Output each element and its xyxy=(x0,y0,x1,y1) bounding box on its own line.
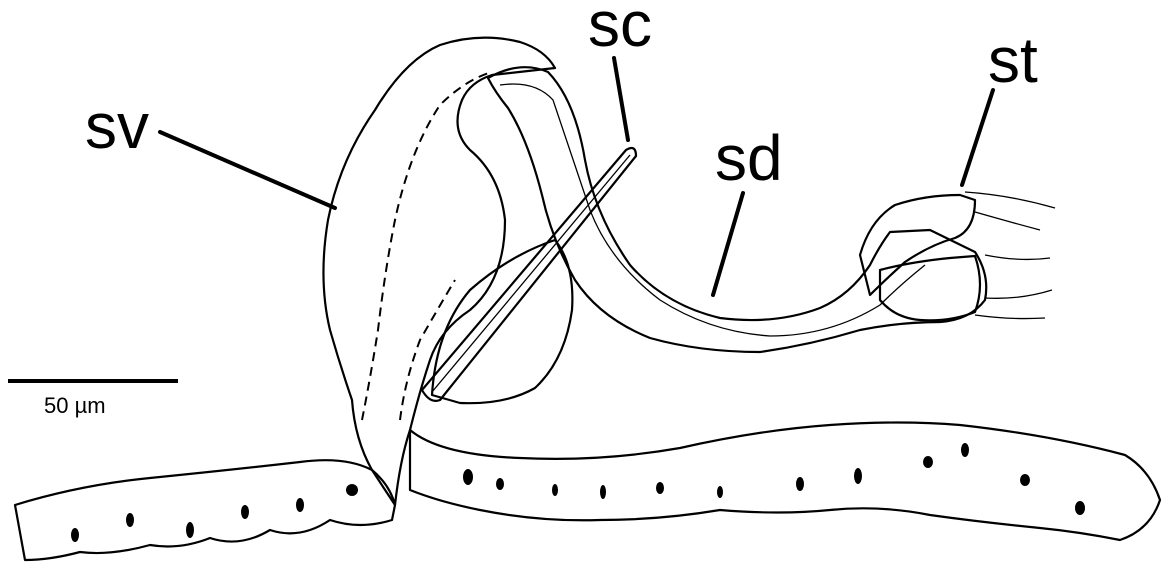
duct-lumen xyxy=(500,84,925,336)
epithelium-right xyxy=(410,423,1160,541)
leader-sc xyxy=(614,58,628,140)
label-st: st xyxy=(988,24,1038,96)
leader-sv xyxy=(160,132,335,208)
epithelium-left-nuclei xyxy=(71,484,358,542)
label-sv: sv xyxy=(85,90,149,162)
leader-sd xyxy=(713,193,743,295)
epithelium-right-nuclei xyxy=(463,443,1085,515)
scale-bar-label: 50 µm xyxy=(44,393,106,418)
label-sd: sd xyxy=(715,122,783,194)
leader-st xyxy=(962,90,993,185)
epithelium-left xyxy=(15,460,395,560)
stylet-canal-inner xyxy=(432,155,630,392)
seminal-vesicle xyxy=(323,38,555,505)
stylet-ribbed-upper xyxy=(860,195,975,295)
label-sc: sc xyxy=(588,0,652,60)
stylet-ribbed-lower xyxy=(880,256,980,320)
